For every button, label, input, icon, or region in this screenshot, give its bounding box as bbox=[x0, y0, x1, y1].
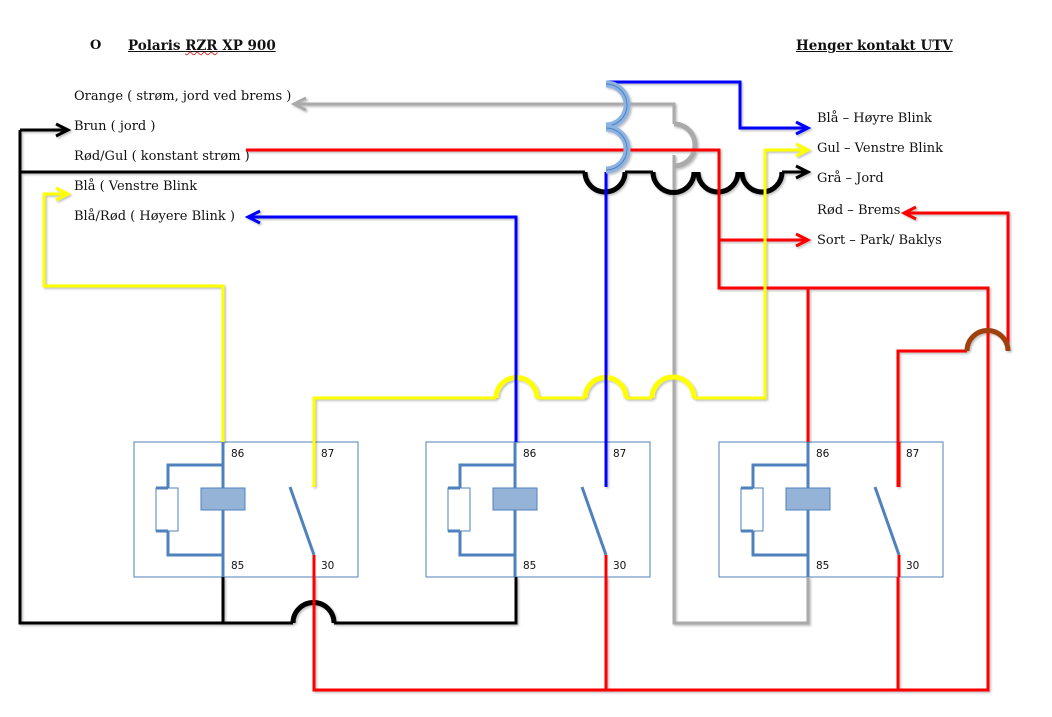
relay-3-coil-loop bbox=[751, 463, 808, 557]
vehicle-title-flagged: RZR bbox=[185, 38, 218, 54]
relay-1-pin-85: 85 bbox=[231, 560, 245, 572]
vehicle-wire-label-blue-red: Blå/Rød ( Høyere Blink ) bbox=[74, 209, 235, 224]
relay-3-resistor bbox=[740, 487, 764, 532]
relay-3-pin-85: 85 bbox=[816, 560, 830, 572]
relay-2-coil-loop bbox=[458, 463, 515, 557]
arrow-brems bbox=[900, 205, 917, 221]
relay-2-pin-85: 85 bbox=[523, 560, 537, 572]
wire-red-constant bbox=[246, 148, 990, 692]
wire-blue-top bbox=[606, 80, 806, 130]
relay-3-pin-30: 30 bbox=[906, 560, 920, 572]
relay-3-pin-86: 86 bbox=[816, 448, 830, 460]
relay-1-switch-arm bbox=[288, 486, 316, 556]
arrow-blue-venstre bbox=[55, 186, 72, 202]
relay-1-pin-30: 30 bbox=[321, 560, 335, 572]
relay-2-core bbox=[492, 487, 538, 511]
relay-3-switch-arm bbox=[873, 486, 901, 556]
trailer-title: Henger kontakt UTV bbox=[796, 38, 953, 54]
vehicle-title-suffix: XP 900 bbox=[217, 38, 276, 54]
arrow-gray-jord bbox=[795, 164, 812, 180]
relay-2 bbox=[425, 441, 651, 578]
relay-1-core bbox=[200, 487, 246, 511]
arrow-park bbox=[795, 232, 812, 248]
vehicle-wire-label-brown: Brun ( jord ) bbox=[74, 119, 156, 134]
arrow-hoyre-blink bbox=[795, 120, 812, 136]
relay-1-housing bbox=[133, 441, 359, 578]
bullet-marker: O bbox=[90, 38, 102, 53]
arrow-brun bbox=[55, 122, 72, 138]
trailer-wire-label-black: Sort – Park/ Baklys bbox=[817, 233, 942, 248]
wire-black-relay2-85 bbox=[334, 577, 518, 625]
arrow-orange bbox=[290, 96, 307, 112]
relay-1-coil-loop bbox=[166, 463, 223, 557]
vehicle-title-prefix: Polaris bbox=[128, 38, 186, 54]
trailer-wire-label-blue: Blå – Høyre Blink bbox=[817, 111, 932, 126]
relay-2-switch-arm bbox=[580, 486, 608, 556]
relay-1-pin-87: 87 bbox=[321, 448, 335, 460]
relay-1-resistor bbox=[155, 487, 179, 532]
jump-black-4 bbox=[739, 171, 785, 195]
jump-black-2 bbox=[650, 171, 697, 195]
jump-brown bbox=[964, 328, 1011, 352]
wire-blue-vehicle bbox=[250, 215, 518, 442]
trailer-wire-label-yellow: Gul – Venstre Blink bbox=[817, 141, 943, 156]
vehicle-wire-label-orange: Orange ( strøm, jord ved brems ) bbox=[74, 89, 292, 104]
relay-1-pin-86: 86 bbox=[231, 448, 245, 460]
jump-yellow-3 bbox=[649, 374, 697, 399]
relay-2-pin-30: 30 bbox=[613, 560, 627, 572]
relay-2-resistor bbox=[447, 487, 471, 532]
wire-yellow-vehicle bbox=[42, 192, 225, 442]
relay-3 bbox=[718, 441, 944, 578]
vehicle-wire-label-red-yellow: Rød/Gul ( konstant strøm ) bbox=[74, 149, 250, 164]
jump-gray-over-red bbox=[673, 121, 698, 169]
relay-2-pin-87: 87 bbox=[613, 448, 627, 460]
vehicle-title: Polaris RZR XP 900 bbox=[128, 38, 276, 54]
jump-blue-outline-2 bbox=[605, 127, 628, 171]
relay-3-pin-87: 87 bbox=[906, 448, 920, 460]
trailer-wire-label-red: Rød – Brems bbox=[817, 203, 901, 218]
wire-yellow-seg3 bbox=[694, 148, 806, 400]
relay-2-housing bbox=[425, 441, 651, 578]
trailer-wire-label-gray: Grå – Jord bbox=[817, 171, 884, 186]
relay-2-pin-86: 86 bbox=[523, 448, 537, 460]
jump-blue-outline-1 bbox=[605, 83, 628, 127]
wire-red-brems bbox=[906, 211, 1010, 351]
wire-gray-top bbox=[296, 102, 676, 124]
relay-3-housing bbox=[718, 441, 944, 578]
wire-black-left bbox=[18, 130, 293, 625]
relay-1 bbox=[133, 441, 359, 578]
arrow-blue-red-hoyere bbox=[244, 209, 261, 225]
relay-3-core bbox=[785, 487, 831, 511]
arrow-gul bbox=[795, 142, 812, 158]
wire-gray-orange bbox=[672, 155, 810, 625]
wire-red-relay3-87 bbox=[896, 349, 967, 487]
vehicle-wire-label-blue: Blå ( Venstre Blink bbox=[74, 179, 198, 194]
